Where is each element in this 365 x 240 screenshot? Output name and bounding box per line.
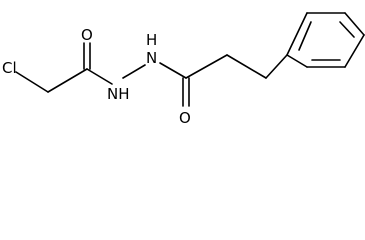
- atom-n-label: N: [146, 49, 157, 67]
- bond-ch2-phenyl: [265, 54, 288, 79]
- atom-nh-label: NH: [107, 85, 130, 103]
- bond-ch2-ch2: [226, 54, 267, 79]
- bond-nh-n: [122, 64, 146, 79]
- bond-cl-ch2: [15, 71, 49, 93]
- atom-h-label: H: [146, 31, 157, 49]
- phenyl-ring: [286, 12, 365, 68]
- atom-o-bottom-label: O: [179, 109, 191, 127]
- atom-cl-label: Cl: [2, 59, 17, 77]
- chemical-structure: Cl O NH N H O: [2, 12, 365, 127]
- bond-carbonyl1-nh: [86, 68, 113, 85]
- atom-o-top-label: O: [81, 26, 93, 44]
- bond-carbonyl2-ch2: [185, 54, 228, 79]
- bond-n-carbonyl2: [159, 62, 187, 79]
- bond-ch2-carbonyl1: [47, 68, 88, 93]
